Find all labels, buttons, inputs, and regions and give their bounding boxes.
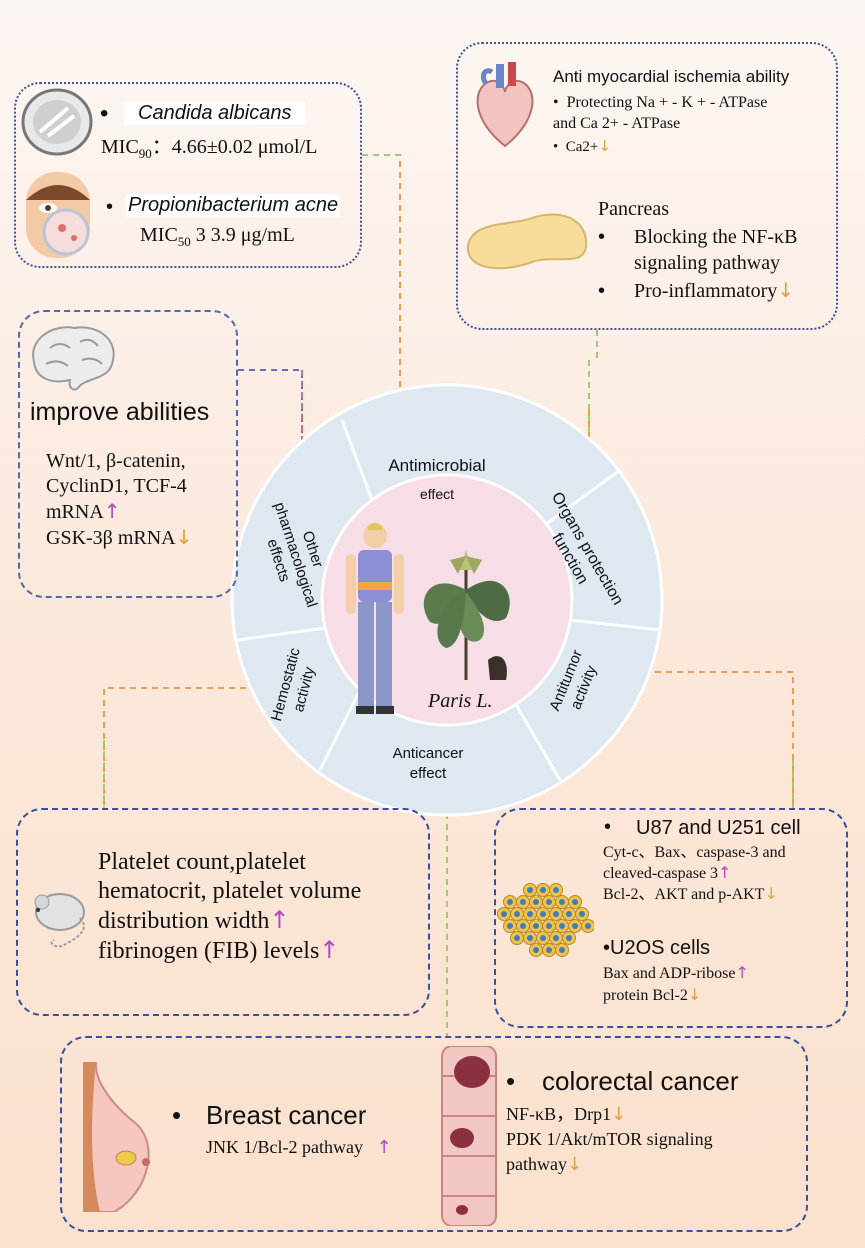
pdk-line: PDK 1/Akt/mTOR signaling xyxy=(506,1129,713,1149)
gsk-line: GSK-3β mRNA xyxy=(46,527,176,549)
organism1-name: Candida albicans xyxy=(124,102,306,125)
mic-sub: 50 xyxy=(177,234,191,249)
bullet-p2: • xyxy=(598,280,606,302)
connector-antimicrobial xyxy=(362,154,401,420)
down-arrow: ↓ xyxy=(611,1104,627,1125)
bullet-p1: • xyxy=(598,226,606,248)
fibrinogen-line: fibrinogen (FIB) levels xyxy=(98,938,320,964)
cancer-box xyxy=(60,1036,808,1232)
up-arrow: ↑ xyxy=(735,963,749,982)
heart-item1: • Protecting Na + - K + - ATPase and Ca … xyxy=(553,92,767,134)
face-acne-icon xyxy=(18,170,98,260)
connector-antitumor xyxy=(600,671,794,808)
mic-sub: 90 xyxy=(138,146,152,161)
cytc-line: Cyt-c、Bax、caspase-3 and xyxy=(603,844,786,861)
mic-label: MIC xyxy=(101,136,139,158)
brain-icon xyxy=(24,318,122,394)
breast-title: Breast cancer xyxy=(206,1100,367,1130)
organs-box xyxy=(456,42,838,330)
colon-icon xyxy=(432,1046,506,1226)
pancreas-icon xyxy=(462,206,592,278)
nfkb-line: NF-κB，Drp1 xyxy=(506,1104,612,1124)
bax-line: Bax and ADP-ribose xyxy=(603,965,736,982)
hemostatic-lines: Platelet count,platelet hematocrit, plat… xyxy=(98,848,361,966)
brain-title: improve abilities xyxy=(30,398,210,426)
pro-inflammatory-label: Pro-inflammatory xyxy=(634,280,778,302)
antitumor-box xyxy=(494,808,848,1028)
pathway-line: pathway xyxy=(506,1154,567,1174)
bullet-t1: • xyxy=(604,816,612,838)
antitumor-lines1: Cyt-c、Bax、caspase-3 and cleaved-caspase … xyxy=(603,843,786,905)
antimicrobial-box xyxy=(14,82,362,268)
up-arrow: ↑ xyxy=(376,1137,392,1158)
seg-antimicrobial-line1: Antimicrobial xyxy=(388,456,486,475)
organism1-mic: MIC90：4.66±0.02 μmol/L xyxy=(101,130,317,162)
down-arrow: ↓ xyxy=(598,137,611,155)
mic-label: MIC xyxy=(140,224,178,246)
up-arrow: ↑ xyxy=(269,906,290,934)
platelet-count-line: Platelet count,platelet xyxy=(98,849,306,875)
breast-line: JNK 1/Bcl-2 pathway ↑ xyxy=(206,1137,392,1158)
mouse-icon xyxy=(24,880,94,950)
bcl2-line: protein Bcl-2 xyxy=(603,987,688,1004)
connector-organs xyxy=(588,330,598,500)
bcl2-akt-line: Bcl-2、AKT and p-AKT xyxy=(603,886,765,903)
antitumor-title2: •U2OS cells xyxy=(603,937,711,959)
bullet: • xyxy=(553,139,566,155)
organism2-name: Propionibacterium acne xyxy=(126,194,341,217)
mrna-line: mRNA xyxy=(46,501,104,523)
hemostatic-box xyxy=(16,808,430,1016)
center-label: Paris L. xyxy=(428,690,493,712)
seg-antimicrobial-line2: effect xyxy=(420,486,454,502)
brain-lines: Wnt/1, β-catenin, CyclinD1, TCF-4 mRNA↑ … xyxy=(46,449,192,551)
colorectal-title: colorectal cancer xyxy=(542,1066,739,1096)
down-arrow: ↓ xyxy=(764,884,778,903)
brain-box xyxy=(18,310,238,598)
petri-dish-icon xyxy=(18,86,96,158)
jnk-line: JNK 1/Bcl-2 pathway xyxy=(206,1137,363,1157)
down-arrow: ↓ xyxy=(175,525,193,549)
cyclin-line: CyclinD1, TCF-4 xyxy=(46,475,187,497)
mic-value: ：4.66±0.02 μmol/L xyxy=(151,136,318,158)
cell-cluster-icon xyxy=(494,878,595,968)
down-arrow: ↓ xyxy=(777,278,795,302)
heart-item1-line2: and Ca 2+ - ATPase xyxy=(553,115,681,132)
antitumor-title1: U87 and U251 cell xyxy=(636,817,801,839)
human-figure-icon xyxy=(340,520,410,720)
up-arrow: ↑ xyxy=(103,499,121,523)
pancreas-item1-line1: Blocking the NF-κB xyxy=(634,226,798,248)
seg-anticancer-line2: effect xyxy=(409,765,447,782)
cleaved-caspase-line: cleaved-caspase 3 xyxy=(603,865,719,882)
heart-item1-line1: Protecting Na + - K + - ATPase xyxy=(566,94,768,111)
colorectal-lines: NF-κB，Drp1↓ PDK 1/Akt/mTOR signaling pat… xyxy=(506,1102,713,1177)
hematocrit-line: hematocrit, platelet volume xyxy=(98,878,362,904)
up-arrow: ↑ xyxy=(319,936,340,964)
breast-icon xyxy=(74,1062,158,1212)
paris-plant-icon xyxy=(410,530,520,680)
bullet-c1: • xyxy=(506,1066,516,1096)
pancreas-item1: Blocking the NF-κB signaling pathway xyxy=(634,224,797,276)
pancreas-item2: Pro-inflammatory↓ xyxy=(634,278,794,303)
distribution-line: distribution width xyxy=(98,908,270,934)
bullet: • xyxy=(553,94,567,111)
organism2-mic: MIC50 3 3.9 μg/mL xyxy=(140,224,295,250)
down-arrow: ↓ xyxy=(566,1154,583,1175)
pancreas-title: Pancreas xyxy=(598,198,670,220)
seg-antimicrobial: Antimicrobial effect xyxy=(362,452,512,508)
seg-anticancer-line1: Anticancer xyxy=(392,745,464,762)
bullet-b1: • xyxy=(172,1100,182,1130)
calcium-label: Ca2+ xyxy=(565,139,599,155)
antitumor-lines2: Bax and ADP-ribose↑ protein Bcl-2↓ xyxy=(603,962,749,1006)
heart-icon xyxy=(466,60,544,150)
seg-anticancer: Anticancer effect xyxy=(358,744,498,784)
mic-value: 3 3.9 μg/mL xyxy=(195,224,295,246)
wnt-line: Wnt/1, β-catenin, xyxy=(46,450,186,472)
bullet-2: • xyxy=(106,196,114,218)
down-arrow: ↓ xyxy=(687,985,702,1004)
bullet-1: • xyxy=(100,100,109,127)
heart-item2: • Ca2+↓ xyxy=(553,137,611,156)
pancreas-item1-line2: signaling pathway xyxy=(634,252,781,274)
up-arrow: ↑ xyxy=(718,863,732,882)
heart-title: Anti myocardial ischemia ability xyxy=(553,67,790,86)
